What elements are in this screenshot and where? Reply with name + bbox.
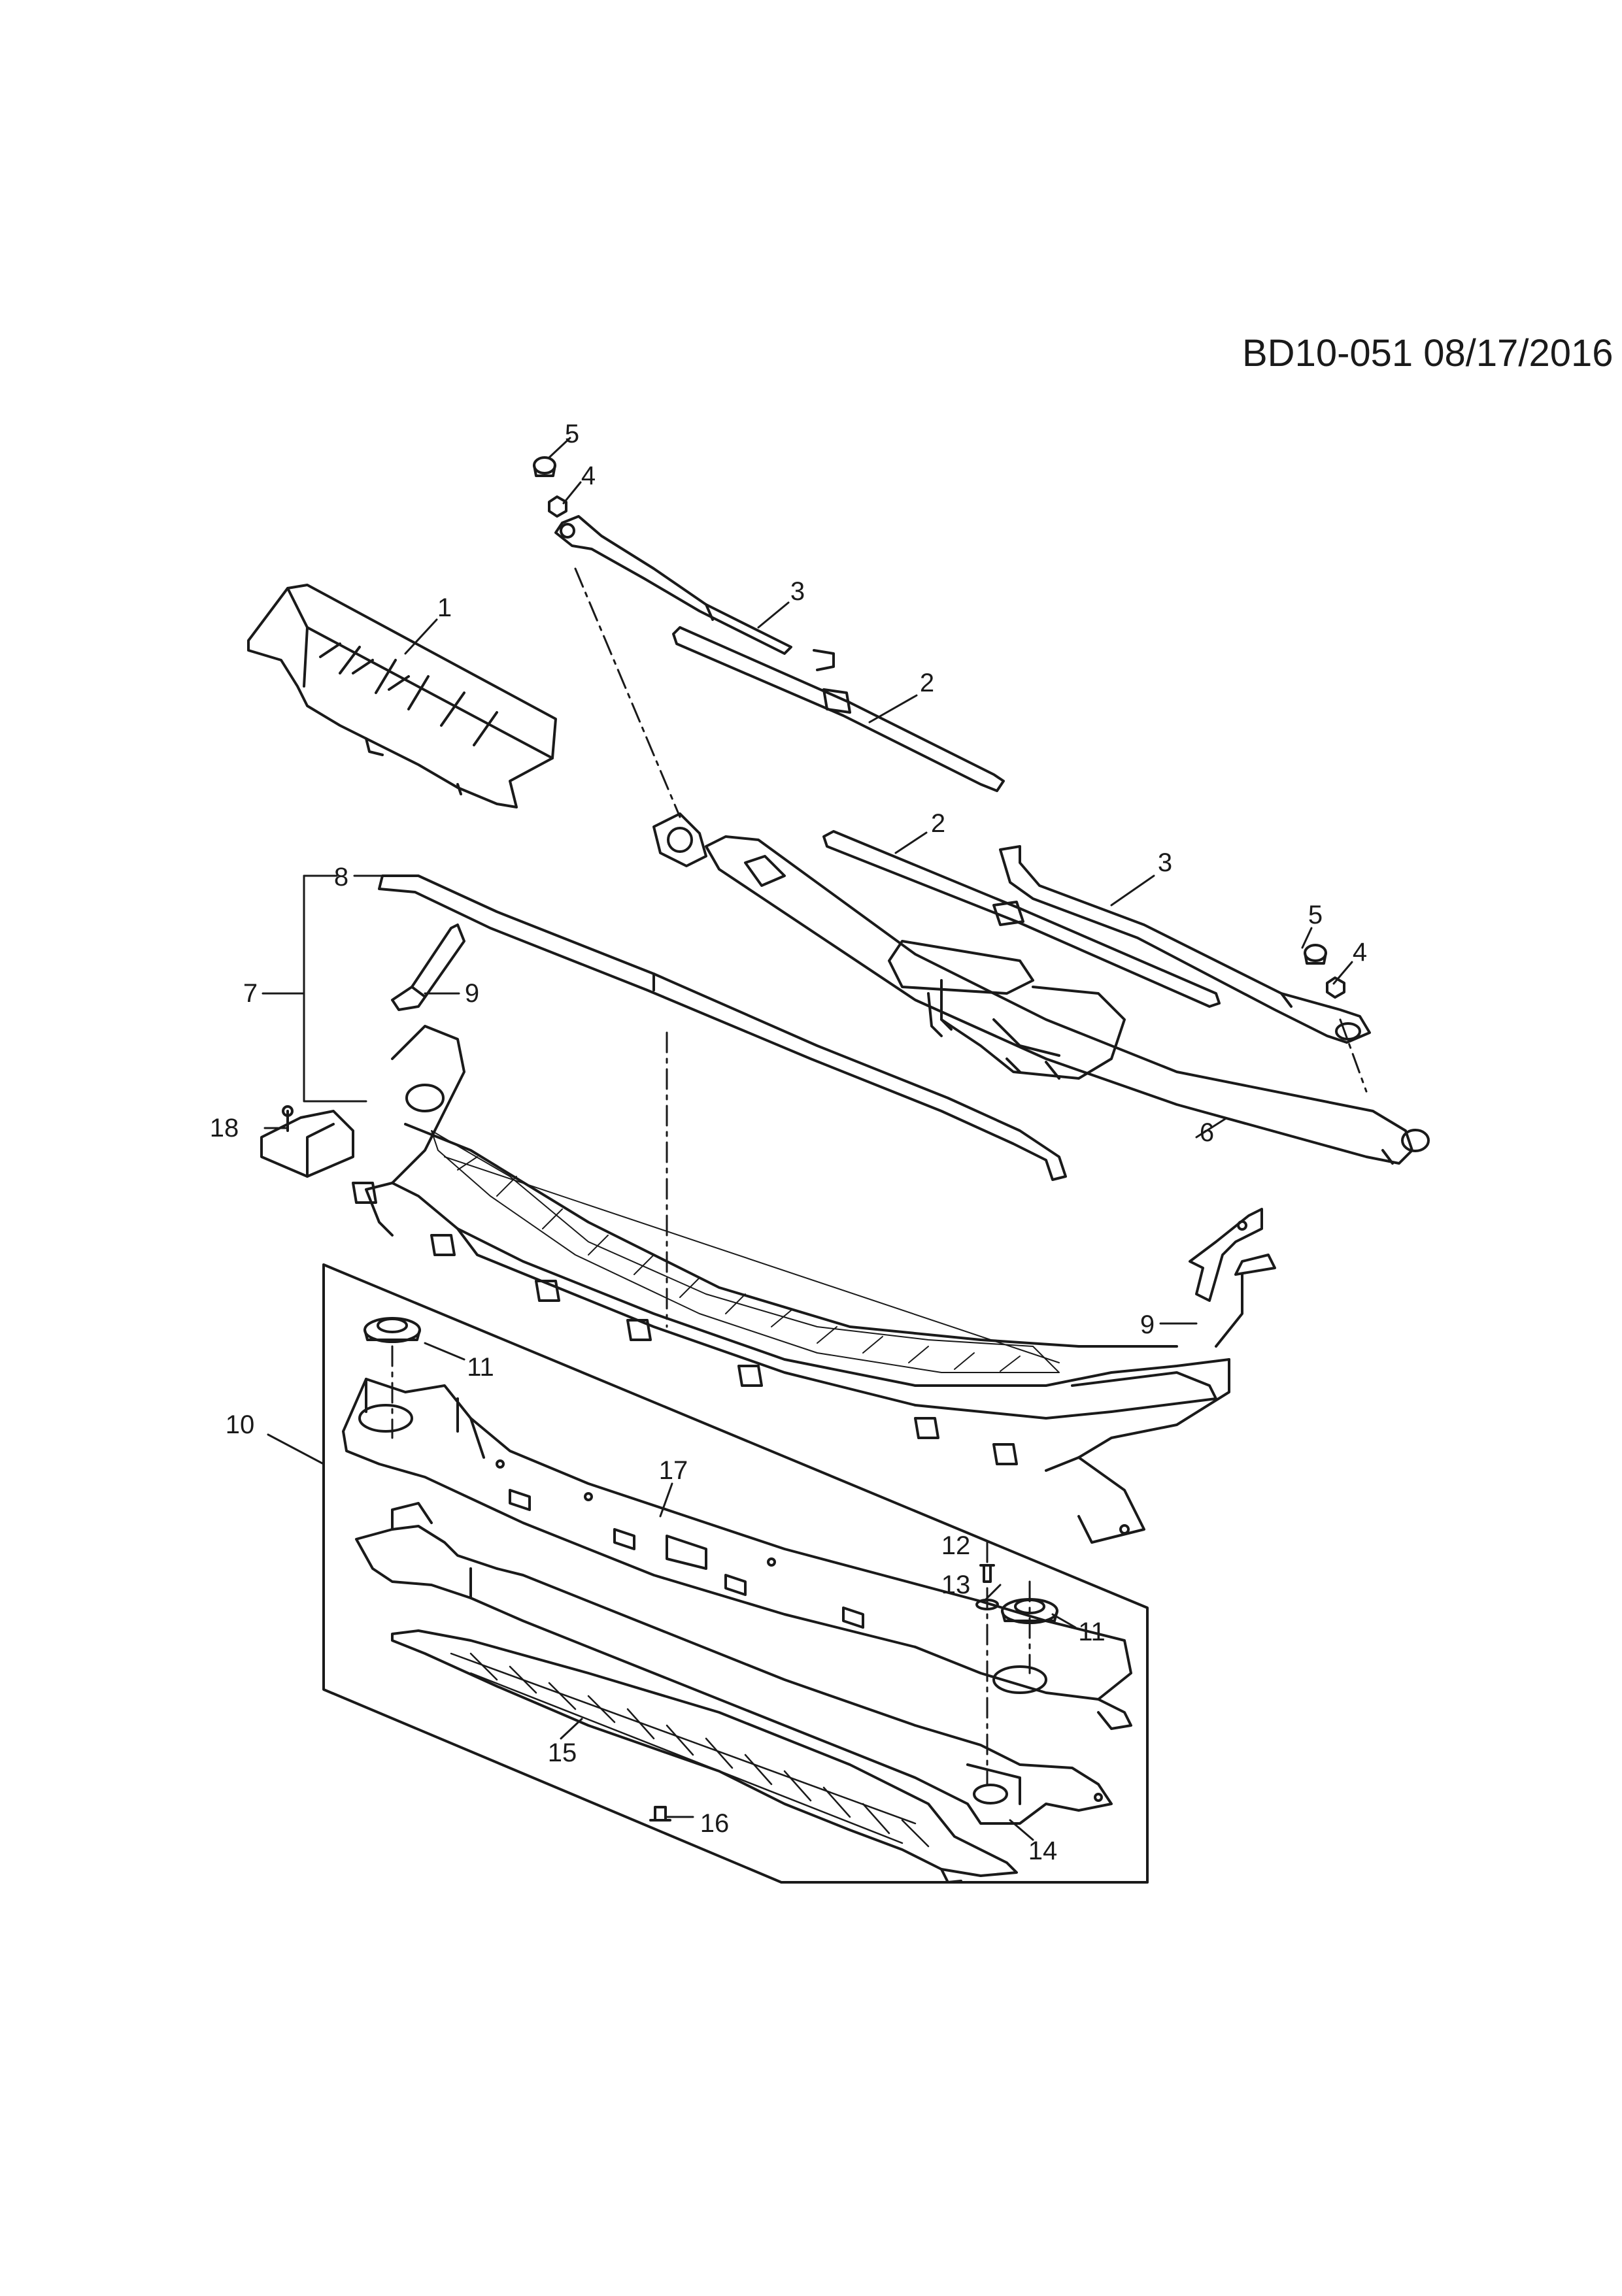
- callout-4-lower: 4: [1352, 938, 1368, 967]
- callout-14: 14: [1028, 1837, 1058, 1865]
- part-1-cowl-cover: [247, 584, 557, 808]
- part-10-kit-box: [322, 1263, 1149, 1884]
- part-2-wiper-blade-upper: [672, 626, 1005, 792]
- callout-17: 17: [658, 1456, 688, 1485]
- diagram-reference: BD10-051 08/17/2016: [1242, 332, 1614, 374]
- fastener-5-cap-lower: [1304, 944, 1327, 965]
- fastener-4-nut-upper: [548, 495, 567, 518]
- callout-3-lower: 3: [1157, 848, 1173, 877]
- callout-16: 16: [700, 1809, 730, 1838]
- callout-3-upper: 3: [790, 577, 805, 606]
- part-9-bracket-upper: [391, 923, 465, 1011]
- callout-4-upper: 4: [581, 461, 596, 490]
- alignment-lines: [391, 567, 1368, 1786]
- fastener-4-nut-lower: [1326, 976, 1345, 999]
- callout-2-lower: 2: [930, 809, 946, 838]
- callout-13: 13: [941, 1571, 971, 1599]
- part-3-wiper-arm-upper: [554, 515, 835, 671]
- part-15-bottom-grille: [391, 1629, 1018, 1884]
- callout-5-upper: 5: [564, 420, 580, 448]
- callout-6: 6: [1199, 1118, 1215, 1147]
- callout-7: 7: [243, 979, 258, 1008]
- part-8-weatherstrip: [378, 874, 1067, 1181]
- callout-8: 8: [333, 863, 349, 891]
- leader-lines: [262, 437, 1353, 1841]
- callout-5-lower: 5: [1308, 901, 1323, 929]
- callout-9-upper: 9: [464, 979, 480, 1008]
- part-18-bracket: [260, 1105, 354, 1178]
- callout-11-right: 11: [1078, 1618, 1106, 1646]
- callout-9-right: 9: [1140, 1310, 1155, 1339]
- part-2-wiper-blade-lower: [822, 830, 1221, 1008]
- part-7-cowl-grille: [352, 1025, 1276, 1544]
- callout-1: 1: [437, 593, 452, 622]
- part-13-washer: [975, 1599, 999, 1610]
- callout-12: 12: [941, 1531, 971, 1560]
- part-6-wiper-linkage: [652, 812, 1430, 1165]
- part-17-upper-panel: [342, 1378, 1132, 1730]
- callout-2-upper: 2: [919, 669, 935, 697]
- callout-18: 18: [209, 1114, 239, 1142]
- callout-10: 10: [225, 1410, 255, 1439]
- callout-11-left: 11: [467, 1353, 494, 1382]
- part-7-grille-mesh: [431, 1130, 1060, 1373]
- part-14-lower-panel: [355, 1502, 1113, 1825]
- part-7-clip-row: [352, 1182, 1018, 1465]
- part-12-screw: [979, 1564, 995, 1583]
- callout-15: 15: [547, 1739, 577, 1767]
- part-9-bracket-right: [1189, 1208, 1263, 1302]
- fastener-5-cap-upper: [533, 456, 556, 477]
- part-15-grille-ribs: [450, 1652, 930, 1848]
- part-3-wiper-arm-lower: [999, 845, 1371, 1044]
- part-11-grommet-left: [363, 1317, 421, 1343]
- part-16-clip: [649, 1806, 671, 1822]
